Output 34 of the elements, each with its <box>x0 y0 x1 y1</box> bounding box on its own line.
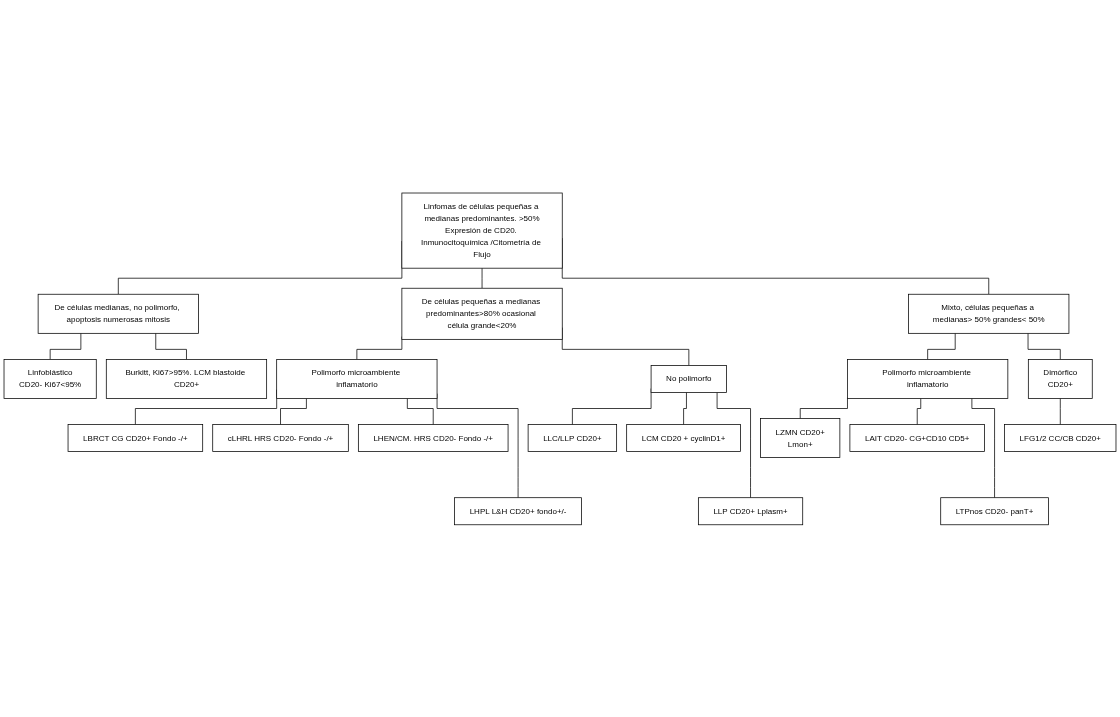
node-box: Dimórfico CD20+ <box>1027 358 1093 399</box>
node-box: cLHRL HRS CD20- Fondo -/+ <box>212 423 349 452</box>
connector <box>49 332 82 360</box>
node-box: Polimorfo microambiente inflamatorio <box>847 358 1009 399</box>
node-box: De células pequeñas a medianas predominantes>80% ocasional célula grande<20% <box>401 287 563 340</box>
node-box: LTPnos CD20- panT+ <box>940 496 1049 525</box>
node-box: LZMN CD20+ Lmon+ <box>760 417 841 458</box>
connector <box>406 397 434 425</box>
node-box: Linfomas de células pequeñas a medianas predominantes. >50% Expresión de CD20. Inmunocitoquímica /Citometría de Flujo <box>401 192 563 269</box>
node-box: LAIT CD20- CG+CD10 CD5+ <box>849 423 985 452</box>
connector <box>481 267 483 289</box>
node-box: LHEN/CM. HRS CD20- Fondo -/+ <box>357 423 509 452</box>
node-box: De células medianas, no polimorfo, apoptosis numerosas mitosis <box>37 293 199 334</box>
node-box: LCM CD20 + cyclinD1+ <box>626 423 741 452</box>
connector <box>683 391 687 425</box>
node-box: Mixto, células pequeñas a medianas> 50% grandes< 50% <box>908 293 1070 334</box>
connector <box>155 332 187 360</box>
connector <box>971 397 995 498</box>
node-box: LBRCT CG CD20+ Fondo -/+ <box>67 423 204 452</box>
node-box: LHPL L&H CD20+ fondo+/- <box>454 496 582 525</box>
connector <box>916 397 922 425</box>
node-box: LFG1/2 CC/CB CD20+ <box>1004 423 1117 452</box>
node-box: Polimorfo microambiente inflamatorio <box>276 358 438 399</box>
connector <box>799 396 848 419</box>
node-box: Burkitt, Ki67>95%. LCM blastoide CD20+ <box>105 358 268 399</box>
connector <box>1059 397 1061 425</box>
node-box: LLP CD20+ Lplasm+ <box>698 496 804 525</box>
node-box: Linfoblástico CD20- Ki67<95% <box>3 358 97 399</box>
connector <box>1027 332 1061 360</box>
connector <box>716 391 751 498</box>
node-box: No polimorfo <box>650 364 727 393</box>
node-box: LLC/LLP CD20+ <box>527 423 618 452</box>
connector <box>280 397 307 425</box>
connector <box>927 332 956 360</box>
